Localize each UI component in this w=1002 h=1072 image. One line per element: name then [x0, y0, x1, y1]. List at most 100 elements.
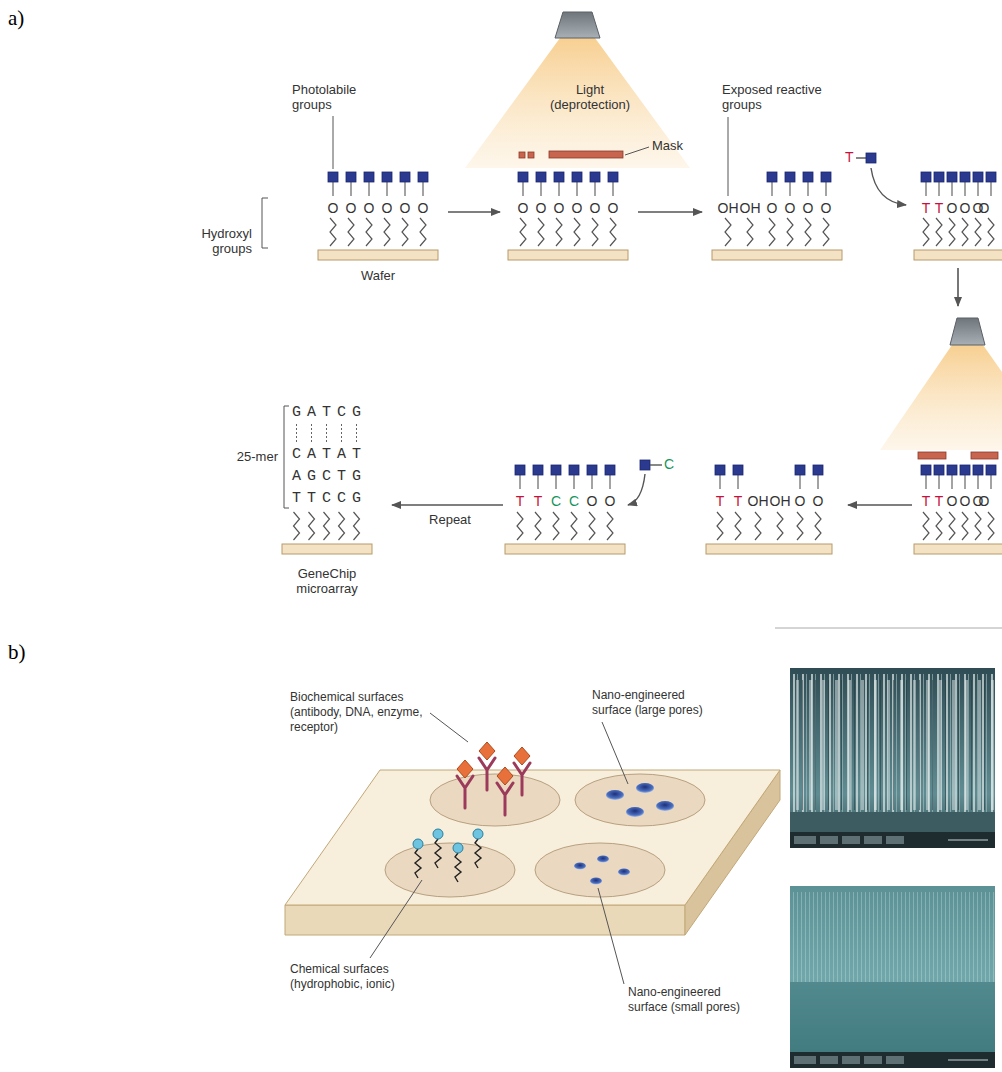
- linker: [755, 512, 761, 540]
- linker: [592, 218, 598, 246]
- leader-line: [598, 888, 624, 984]
- wafer: [914, 250, 1002, 260]
- chemical-chain: [433, 829, 443, 868]
- step-arrow: [848, 504, 912, 506]
- base-pairing: [297, 424, 357, 444]
- chain-atom: O: [508, 200, 538, 216]
- lamp: [950, 318, 985, 345]
- light-beam: [880, 345, 1002, 450]
- linker: [747, 218, 753, 246]
- step-arrow: [638, 211, 702, 213]
- linker: [294, 512, 300, 540]
- pore-columns: [790, 892, 995, 982]
- protecting-group: [947, 465, 957, 489]
- mask: [528, 152, 534, 158]
- chemical-chain: [473, 829, 483, 868]
- mask: [971, 452, 998, 459]
- sem-image: [790, 886, 995, 1068]
- linker: [520, 218, 526, 246]
- pore: [656, 801, 674, 811]
- protecting-group: [934, 172, 944, 196]
- linker: [725, 218, 731, 246]
- callout-label: Nano-engineered surface (large pores): [592, 688, 717, 718]
- protecting-group: [960, 172, 970, 196]
- linker: [574, 218, 580, 246]
- bracket: [284, 406, 289, 508]
- info-box: [864, 836, 882, 844]
- divider: [775, 628, 1002, 629]
- chain-atom: O: [969, 493, 999, 509]
- step-arrow: [392, 504, 503, 506]
- sequence-row: TTCCG: [292, 490, 367, 508]
- mask: [519, 152, 525, 158]
- linker: [538, 218, 544, 246]
- spot: [430, 774, 560, 826]
- panel-label: b): [8, 640, 48, 664]
- linker: [589, 512, 595, 540]
- dimension-label: 25-mer: [218, 449, 278, 464]
- chain-atom: O: [354, 200, 384, 216]
- spot: [535, 843, 665, 897]
- base-pair-line: [311, 424, 312, 444]
- sequence-row: AGCTG: [292, 468, 367, 486]
- reagent-arrow: [628, 474, 645, 505]
- reagent-bond: [856, 157, 866, 158]
- callout-label: Light (deprotection): [540, 82, 640, 112]
- linker: [735, 512, 741, 540]
- protecting-group: [605, 465, 615, 489]
- protecting-group: [608, 172, 618, 196]
- protecting-group: [803, 172, 813, 196]
- protecting-group: [813, 465, 823, 489]
- protecting-group: [518, 172, 528, 196]
- linker: [717, 512, 723, 540]
- callout-label: Nano-engineered surface (small pores): [628, 985, 753, 1015]
- substrate: [790, 982, 995, 1052]
- callout-label: Photolabile groups: [292, 82, 377, 112]
- protecting-group: [973, 465, 983, 489]
- chain-atom: O: [372, 200, 402, 216]
- chain-atom: T: [523, 493, 553, 509]
- linker: [571, 512, 577, 540]
- chain-atom: O: [803, 493, 833, 509]
- linker: [348, 218, 354, 246]
- protecting-group: [515, 465, 525, 489]
- callout-label: Hydroxyl groups: [176, 226, 252, 256]
- panel-label: a): [8, 6, 48, 30]
- protecting-group: [921, 172, 931, 196]
- protecting-group: [418, 172, 428, 196]
- part-label: Wafer: [348, 268, 408, 283]
- chain-atom: OH: [713, 200, 743, 216]
- chain-atom: O: [526, 200, 556, 216]
- chain-atom: C: [559, 493, 589, 509]
- info-box: [842, 1056, 860, 1064]
- protecting-group: [590, 172, 600, 196]
- linker: [988, 218, 994, 246]
- wafers: [282, 250, 1002, 554]
- protecting-group: [554, 172, 564, 196]
- chain-atom: O: [793, 200, 823, 216]
- sequence-row: GATCG: [292, 404, 367, 422]
- linker: [787, 218, 793, 246]
- linker: [988, 512, 994, 540]
- pore: [590, 878, 602, 885]
- linker: [962, 218, 968, 246]
- pore-columns: [790, 674, 995, 812]
- linker: [975, 218, 981, 246]
- protecting-group: [587, 465, 597, 489]
- linker: [962, 512, 968, 540]
- chain-atom: O: [577, 493, 607, 509]
- spot: [385, 843, 515, 897]
- protecting-group: [640, 460, 650, 470]
- chip-front: [285, 905, 685, 935]
- step-arrow: [957, 268, 959, 306]
- antibody: [479, 742, 495, 790]
- linker: [975, 512, 981, 540]
- protecting-group: [921, 465, 931, 489]
- protecting-group: [973, 172, 983, 196]
- linker: [535, 512, 541, 540]
- protecting-group: [960, 465, 970, 489]
- wafer: [914, 544, 1002, 554]
- base-pair-line: [341, 424, 342, 444]
- bracket: [262, 198, 268, 248]
